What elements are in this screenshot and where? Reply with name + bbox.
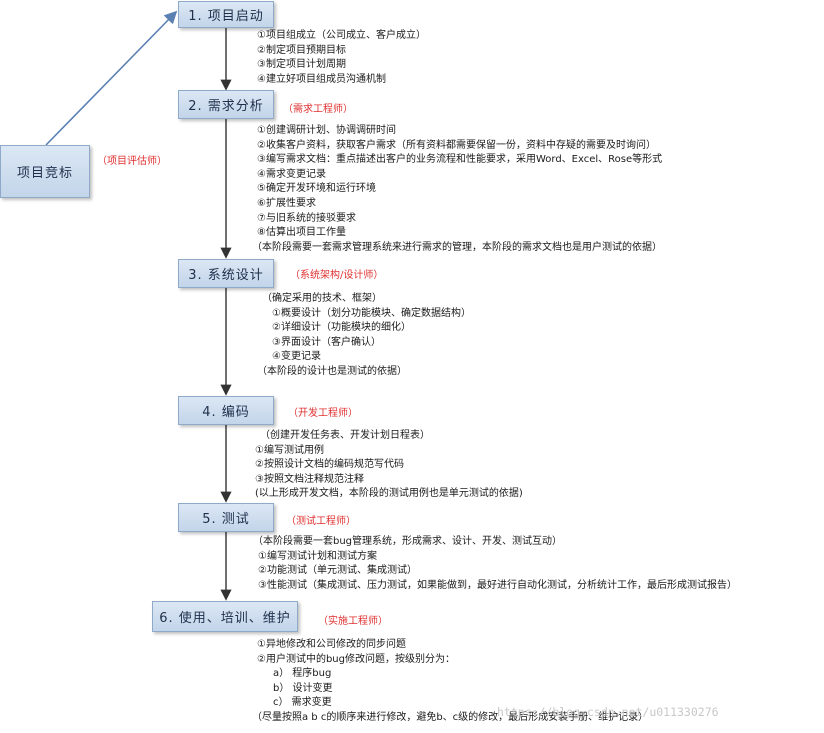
watermark: https://blog.csdn.net/u011330276: [497, 705, 719, 719]
phase-5-detail-line: （本阶段需要一套bug管理系统，形成需求、设计、开发、测试互动）: [253, 536, 563, 547]
arrow-side-to-phase1: [45, 10, 178, 146]
phase-5-detail-line: ①编写测试计划和测试方案: [258, 550, 377, 562]
phase-2-detail-line: ④需求变更记录: [257, 168, 326, 180]
phase-1-detail-line: ④建立好项目组成员沟通机制: [257, 73, 386, 85]
phase-2-detail-line: ⑥扩展性要求: [257, 198, 316, 209]
phase-1-detail-line: ②制定项目预期目标: [257, 44, 346, 56]
phase-6-detail-line: （尽量按照a b c的顺序来进行修改，避免b、c级的修改，最后形成安装手册、维护…: [252, 712, 649, 723]
phase-box-5: 5. 测试: [178, 503, 274, 532]
phase-2-detail-line: ①创建调研计划、协调调研时间: [257, 125, 396, 136]
phase-6-detail-line: ②用户测试中的bug修改问题，按级别分为：: [257, 653, 455, 665]
phase-role-5: （测试工程师）: [286, 516, 356, 527]
phase-2-detail-line: ③编写需求文档：重点描述出客户的业务流程和性能要求，采用Word、Excel、R…: [257, 154, 663, 166]
phase-4-detail-line: (以上形成开发文档，本阶段的测试用例也是单元测试的依据): [255, 488, 523, 500]
phase-box-6: 6. 使用、培训、维护: [152, 601, 298, 632]
phase-1-detail-line: ①项目组成立（公司成立、客户成立）: [257, 30, 426, 41]
phase-2-detail-line: ②收集客户资料，获取客户需求（所有资料都需要保留一份，资料中存疑的需要及时询问）: [257, 139, 656, 151]
side-box-role: （项目评估师）: [97, 156, 167, 167]
phase-3-detail-line: （确定采用的技术、框架）: [262, 293, 382, 304]
phase-box-3: 3. 系统设计: [178, 259, 274, 288]
phase-3-detail-line: ②详细设计（功能模块的细化）: [272, 322, 411, 334]
phase-4-detail-line: （创建开发任务表、开发计划日程表）: [260, 430, 430, 441]
side-box-project-bidding: 项目竞标: [0, 145, 90, 198]
phase-box-1: 1. 项目启动: [178, 1, 274, 28]
phase-2-detail-line: ⑦与旧系统的接驳要求: [257, 212, 356, 224]
phase-6-detail-line: b） 设计变更: [273, 682, 333, 694]
phase-box-4: 4. 编码: [178, 396, 274, 425]
phase-3-detail-line: ④变更记录: [272, 351, 321, 363]
phase-role-3: （系统架构/设计师）: [290, 270, 384, 281]
phase-6-detail-line: a） 程序bug: [273, 668, 332, 680]
phase-role-2: （需求工程师）: [283, 104, 353, 115]
phase-6-detail-line: ①异地修改和公司修改的同步问题: [257, 639, 406, 650]
phase-5-detail-line: ②功能测试（单元测试、集成测试）: [258, 565, 417, 577]
phase-role-6: （实施工程师）: [318, 616, 388, 627]
phase-6-detail-line: c） 需求变更: [273, 697, 332, 709]
phase-2-detail-line: ⑧估算出项目工作量: [257, 227, 346, 239]
phase-4-detail-line: ②按照设计文档的编码规范写代码: [255, 459, 404, 471]
phase-2-detail-line: （本阶段需要一套需求管理系统来进行需求的管理，本阶段的需求文档也是用户测试的依据…: [252, 241, 662, 253]
phase-4-detail-line: ③按照文档注释规范注释: [255, 473, 364, 485]
phase-2-detail-line: ⑤确定开发环境和运行环境: [257, 183, 376, 195]
phase-3-detail-line: ①概要设计（划分功能模块、确定数据结构）: [272, 307, 471, 319]
phase-3-detail-line: （本阶段的设计也是测试的依据）: [257, 366, 407, 377]
phase-role-4: （开发工程师）: [288, 408, 358, 419]
phase-box-2: 2. 需求分析: [178, 90, 274, 119]
phase-3-detail-line: ③界面设计（客户确认）: [272, 336, 381, 348]
phase-5-detail-line: ③性能测试（集成测试、压力测试，如果能做到，最好进行自动化测试，分析统计工作，最…: [258, 579, 737, 591]
phase-1-detail-line: ③制定项目计划周期: [257, 59, 346, 71]
phase-4-detail-line: ①编写测试用例: [255, 444, 324, 456]
